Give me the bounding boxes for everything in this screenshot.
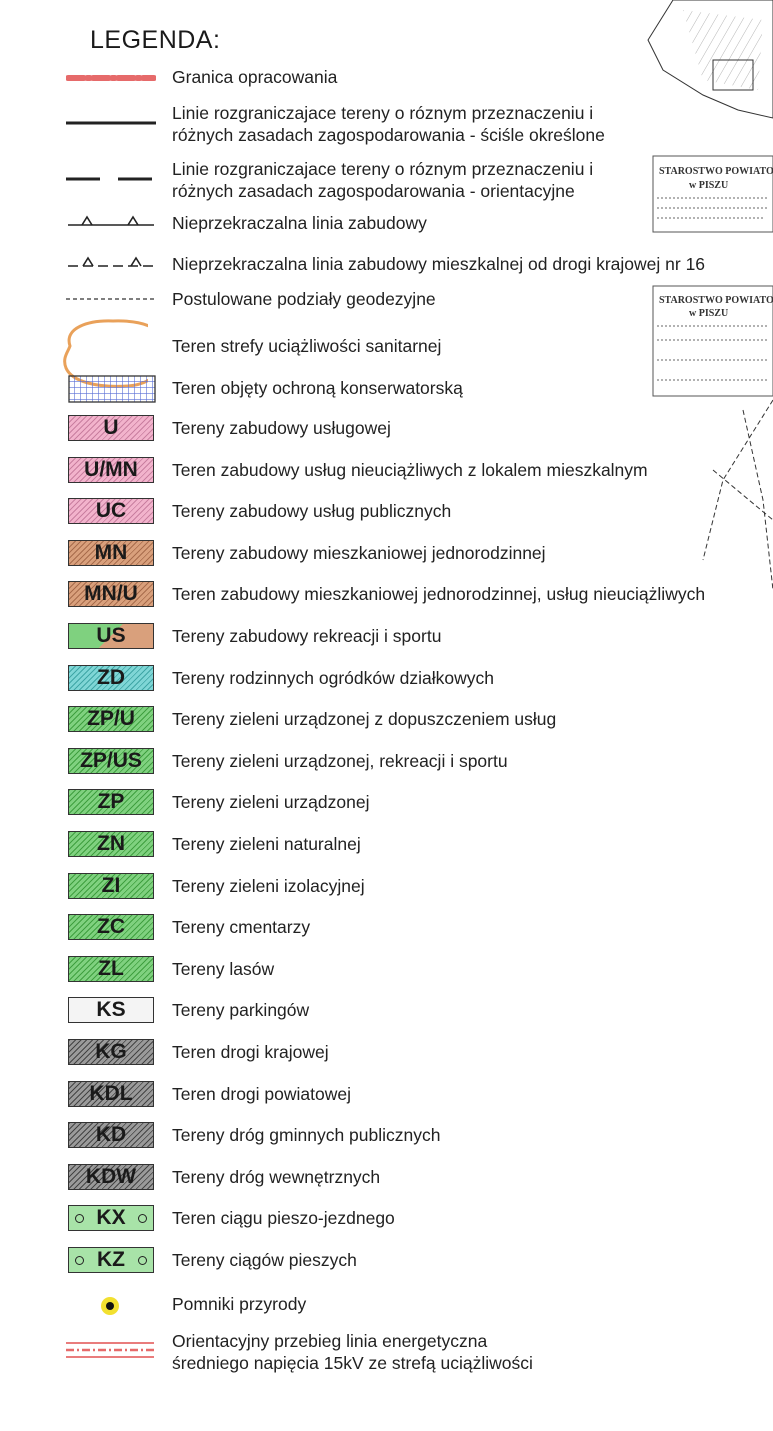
legend-label: Tereny ciągów pieszych	[172, 1250, 357, 1270]
land-use-code-box: ZI	[68, 873, 154, 899]
stamp2-line2: w PISZU	[689, 308, 728, 319]
land-use-code-box: ZP/US	[68, 748, 154, 774]
legend-label: Tereny cmentarzy	[172, 917, 311, 937]
legend-label: Linie rozgraniczajace tereny o róznym pr…	[172, 159, 594, 179]
legend-label: Tereny zabudowy usługowej	[172, 418, 391, 438]
land-use-code: KD	[95, 1123, 127, 1146]
stamp-line2: w PISZU	[689, 180, 728, 191]
legend-label: Postulowane podziały geodezyjne	[172, 289, 436, 309]
legend-label: Tereny zieleni izolacyjnej	[172, 876, 365, 896]
legend-label: Tereny rodzinnych ogródków działkowych	[172, 668, 494, 688]
land-use-code-box: ZL	[68, 956, 154, 982]
legend-label: Teren zabudowy usług nieuciążliwych z lo…	[172, 460, 648, 480]
land-use-code-box: ZC	[68, 914, 154, 940]
land-use-code-box: ZP/U	[68, 706, 154, 732]
legend-label: Tereny zieleni naturalnej	[172, 834, 361, 854]
land-use-code: MN	[94, 541, 128, 564]
legend-label: Teren zabudowy mieszkaniowej jednorodzin…	[172, 584, 706, 604]
legend-label-line2: różnych zasadach zagospodarowania - ściś…	[172, 125, 605, 145]
land-use-code-box: MN	[68, 540, 154, 566]
legend-label: Teren drogi powiatowej	[172, 1084, 351, 1104]
legend-label-line2: średniego napięcia 15kV ze strefą uciążl…	[172, 1353, 533, 1373]
land-use-code-box: ZP	[68, 789, 154, 815]
land-use-code-box: KX	[68, 1205, 154, 1231]
conservation-grid-symbol	[68, 375, 156, 403]
legend-label: Nieprzekraczalna linia zabudowy	[172, 213, 427, 233]
legend-label: Tereny parkingów	[172, 1000, 310, 1020]
legend-label: Tereny lasów	[172, 959, 275, 979]
legend-label: Granica opracowania	[172, 67, 338, 87]
land-use-code: ZD	[97, 666, 125, 689]
land-use-code-box: KG	[68, 1039, 154, 1065]
stamp2-line1: STAROSTWO POWIATOWE	[659, 295, 773, 306]
map-fragment-corner: STAROSTWO POWIATOWE w PISZU STAROSTWO PO…	[647, 0, 773, 590]
legend-label: Teren strefy uciążliwości sanitarnej	[172, 336, 442, 356]
land-use-code-box: KDL	[68, 1081, 154, 1107]
legend-label: Tereny zieleni urządzonej z dopuszczenie…	[172, 709, 557, 729]
land-use-code-box: U/MN	[68, 457, 154, 483]
land-use-code-box: US	[68, 623, 154, 649]
legend-label: Tereny zabudowy usług publicznych	[172, 501, 452, 521]
sanitary-zone-outline-symbol	[63, 319, 148, 388]
land-use-code-box: ZN	[68, 831, 154, 857]
legend-label: Teren drogi krajowej	[172, 1042, 329, 1062]
land-use-code: KX	[96, 1206, 126, 1229]
land-use-code: US	[96, 624, 126, 647]
land-use-code-box: ZD	[68, 665, 154, 691]
land-use-code: KG	[95, 1040, 127, 1063]
land-use-code: KDL	[89, 1082, 133, 1105]
circle-marker-icon	[75, 1214, 84, 1223]
residential-building-line-symbol	[68, 256, 154, 267]
legend-label: Tereny zabudowy rekreacji i sportu	[172, 626, 442, 646]
legend-label: Tereny zabudowy mieszkaniowej jednorodzi…	[172, 543, 546, 563]
land-use-code-box: UC	[68, 498, 154, 524]
land-use-code: ZP/US	[80, 749, 142, 772]
legend-label: Linie rozgraniczajace tereny o róznym pr…	[172, 103, 594, 123]
power-line-symbol	[66, 1342, 154, 1358]
land-use-code: MN/U	[84, 582, 138, 605]
land-use-code: ZN	[97, 832, 125, 855]
circle-marker-icon	[138, 1256, 147, 1265]
legend-label: Pomniki przyrody	[172, 1294, 307, 1314]
land-use-code: ZC	[97, 915, 125, 938]
land-use-code: ZP	[97, 790, 125, 813]
legend-label: Tereny dróg gminnych publicznych	[172, 1125, 441, 1145]
land-use-code-box: KDW	[68, 1164, 154, 1190]
legend-label: Tereny dróg wewnętrznych	[172, 1167, 381, 1187]
legend-label-line2: różnych zasadach zagospodarowania - orie…	[172, 181, 575, 201]
land-use-code-box: MN/U	[68, 581, 154, 607]
land-use-code-box: KZ	[68, 1247, 154, 1273]
land-use-code-box: U	[68, 415, 154, 441]
land-use-code: KS	[96, 998, 126, 1021]
legend-label: Tereny zieleni urządzonej, rekreacji i s…	[172, 751, 508, 771]
circle-marker-icon	[138, 1214, 147, 1223]
land-use-code: ZL	[98, 957, 124, 980]
legend-title: LEGENDA:	[90, 26, 221, 54]
land-use-code: U	[103, 416, 119, 439]
land-use-code-box: KS	[68, 997, 154, 1023]
land-use-code: KZ	[97, 1248, 125, 1271]
boundary-line-symbol	[66, 75, 156, 81]
dotted-line-symbol	[66, 298, 154, 300]
natural-monument-dot-symbol	[101, 1297, 119, 1315]
legend-label: Teren ciągu pieszo-jezdnego	[172, 1208, 395, 1228]
land-use-code: KDW	[85, 1165, 137, 1188]
land-use-code: ZI	[101, 874, 121, 897]
legend-label: Teren objęty ochroną konserwatorską	[172, 378, 463, 398]
stamp-line1: STAROSTWO POWIATOWE	[659, 166, 773, 177]
land-use-code: ZP/U	[87, 707, 135, 730]
legend-label: Tereny zieleni urządzonej	[172, 792, 370, 812]
land-use-code-box: KD	[68, 1122, 154, 1148]
land-use-code: U/MN	[84, 458, 138, 481]
solid-line-symbol	[66, 121, 156, 125]
legend-label: Nieprzekraczalna linia zabudowy mieszkal…	[172, 254, 706, 274]
circle-marker-icon	[75, 1256, 84, 1265]
dashed-line-symbol	[66, 177, 156, 181]
building-line-symbol	[68, 215, 154, 226]
legend-label: Orientacyjny przebieg linia energetyczna	[172, 1331, 488, 1351]
land-use-code: UC	[95, 499, 127, 522]
